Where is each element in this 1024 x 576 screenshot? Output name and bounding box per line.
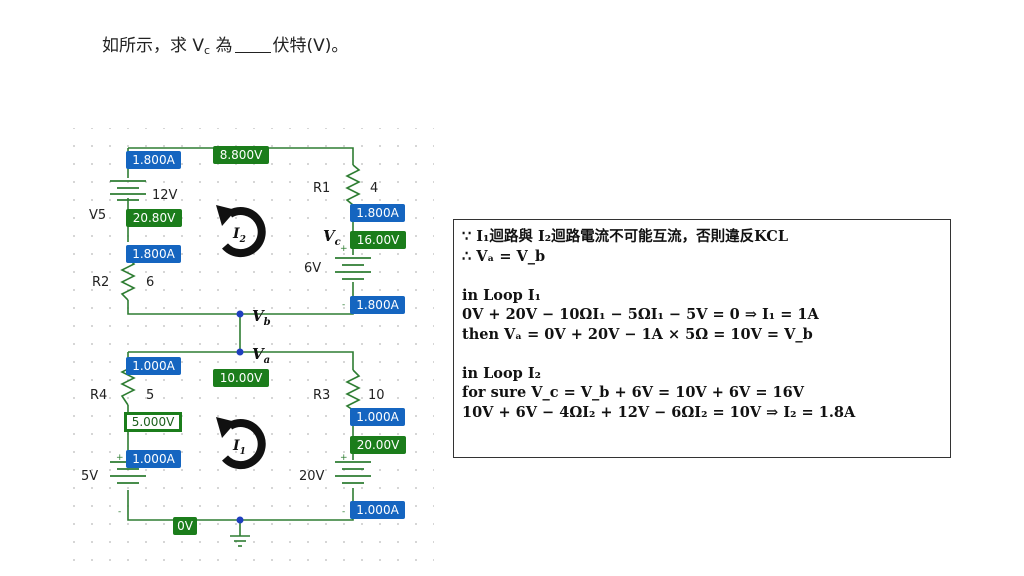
badge-r4-current: 1.000A [126, 357, 181, 375]
badge-a-voltage: 10.00V [213, 369, 269, 387]
svg-text:1.000A: 1.000A [356, 410, 399, 424]
solution-line: 10V + 6V − 4ΩI₂ + 12V − 6ΩI₂ = 10V ⇒ I₂ … [462, 403, 856, 421]
r3-resistor [345, 369, 361, 411]
badge-top-left-current: 1.800A [126, 151, 181, 169]
vc-label: Vc [323, 227, 341, 248]
va-label: Va [252, 345, 270, 366]
r2-name: R2 [92, 275, 109, 290]
svg-text:1.000A: 1.000A [356, 503, 399, 517]
i2-label: I2 [232, 226, 246, 245]
solution-line: 0V + 20V − 10ΩI₁ − 5ΩI₁ − 5V = 0 ⇒ I₁ = … [462, 306, 819, 323]
solution-line: ∵ I₁迴路與 I₂迴路電流不可能互流，否則違反KCL [462, 228, 789, 245]
node-ground [236, 516, 244, 524]
svg-text:0V: 0V [177, 519, 194, 533]
svg-text:1.000A: 1.000A [132, 452, 175, 466]
answer-blank [234, 38, 271, 53]
solution-spacer [462, 344, 942, 364]
r2-value: 6 [146, 275, 154, 290]
badge-top-voltage: 8.800V [213, 146, 269, 164]
badge-r4-voltage: 5.000V [124, 412, 182, 432]
v2-battery [335, 461, 371, 484]
loop-i1-arrow-icon [216, 417, 266, 470]
badge-v2-current: 1.000A [350, 501, 405, 519]
v5-battery [110, 180, 146, 201]
v4-minus: - [118, 507, 121, 517]
r4-name: R4 [90, 388, 107, 403]
svg-text:20.00V: 20.00V [357, 438, 400, 452]
badge-v1-current: 1.800A [350, 296, 405, 314]
solution-spacer [462, 266, 942, 286]
svg-text:1.000A: 1.000A [132, 359, 175, 373]
svg-text:20.80V: 20.80V [133, 211, 176, 225]
node-a [236, 348, 244, 356]
badge-r3-current: 1.000A [350, 408, 405, 426]
r2-resistor [120, 257, 136, 301]
badge-r1-current: 1.800A [350, 204, 405, 222]
r1-value: 4 [370, 181, 378, 196]
v5-name: V5 [89, 208, 106, 223]
svg-text:1.800A: 1.800A [356, 298, 399, 312]
badge-r2-current: 1.800A [126, 245, 181, 263]
solution-line: in Loop I₁ [462, 286, 541, 304]
badge-v5-voltage: 20.80V [126, 209, 182, 227]
badge-vc-voltage: 16.00V [350, 231, 406, 249]
svg-text:8.800V: 8.800V [220, 148, 263, 162]
v2-minus: - [342, 507, 345, 517]
r3-name: R3 [313, 388, 330, 403]
v4-name: 5V [81, 469, 98, 484]
solution-line: then Vₐ = 0V + 20V − 1A × 5Ω = 10V = V_b [462, 325, 813, 343]
question-subscript: c [204, 44, 211, 57]
r1-name: R1 [313, 181, 330, 196]
svg-text:1.800A: 1.800A [132, 247, 175, 261]
v2-name: 20V [299, 469, 325, 484]
loop-i2-arrow-icon [216, 205, 266, 258]
svg-text:16.00V: 16.00V [357, 233, 400, 247]
ground-icon [230, 535, 250, 547]
svg-text:1.800A: 1.800A [132, 153, 175, 167]
badge-r3-voltage: 20.00V [350, 436, 406, 454]
v1-minus: - [342, 300, 345, 310]
question-suffix: 伏特(V)。 [272, 36, 349, 56]
r1-resistor [345, 164, 361, 206]
r3-value: 10 [368, 388, 385, 403]
v1-name: 6V [304, 261, 321, 276]
node-b [236, 310, 244, 318]
question-middle: 為 [210, 36, 233, 56]
solution-line: ∴ Vₐ = V_b [462, 247, 546, 265]
badge-v4-current: 1.000A [126, 450, 181, 468]
i1-label: I1 [232, 438, 246, 457]
v5-value: 12V [152, 188, 178, 203]
solution-line: for sure V_c = V_b + 6V = 10V + 6V = 16V [462, 384, 804, 401]
solution-line: in Loop I₂ [462, 364, 541, 382]
svg-text:5.000V: 5.000V [132, 415, 175, 429]
question-text: 如所示，求 Vc 為 伏特(V)。 [102, 31, 348, 57]
v1-plus: + [340, 244, 348, 254]
v4-plus: + [116, 453, 124, 463]
v1-battery [335, 257, 371, 280]
svg-text:10.00V: 10.00V [220, 371, 263, 385]
solution-box: ∵ I₁迴路與 I₂迴路電流不可能互流，否則違反KCL ∴ Vₐ = V_b i… [453, 219, 951, 458]
vb-label: Vb [252, 307, 271, 328]
v2-plus: + [340, 453, 348, 463]
svg-text:1.800A: 1.800A [356, 206, 399, 220]
question-prefix: 如所示，求 V [102, 36, 205, 56]
badge-ground-voltage: 0V [173, 517, 197, 535]
r4-value: 5 [146, 388, 154, 403]
